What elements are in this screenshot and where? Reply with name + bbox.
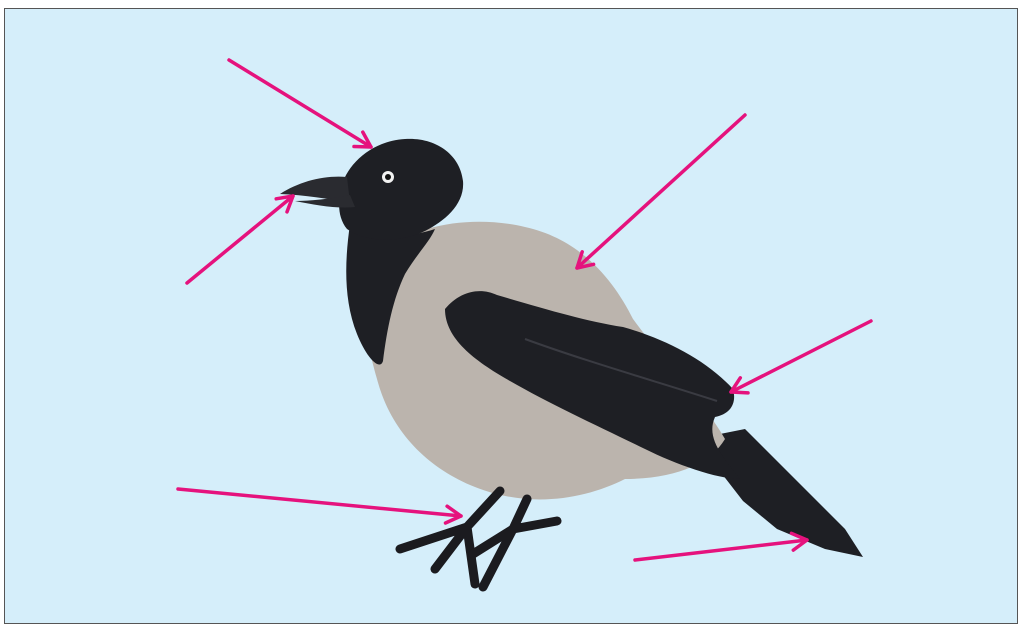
diagram-frame [4,8,1018,624]
crow-pupil [385,174,391,180]
crow-diagram [5,9,1018,624]
